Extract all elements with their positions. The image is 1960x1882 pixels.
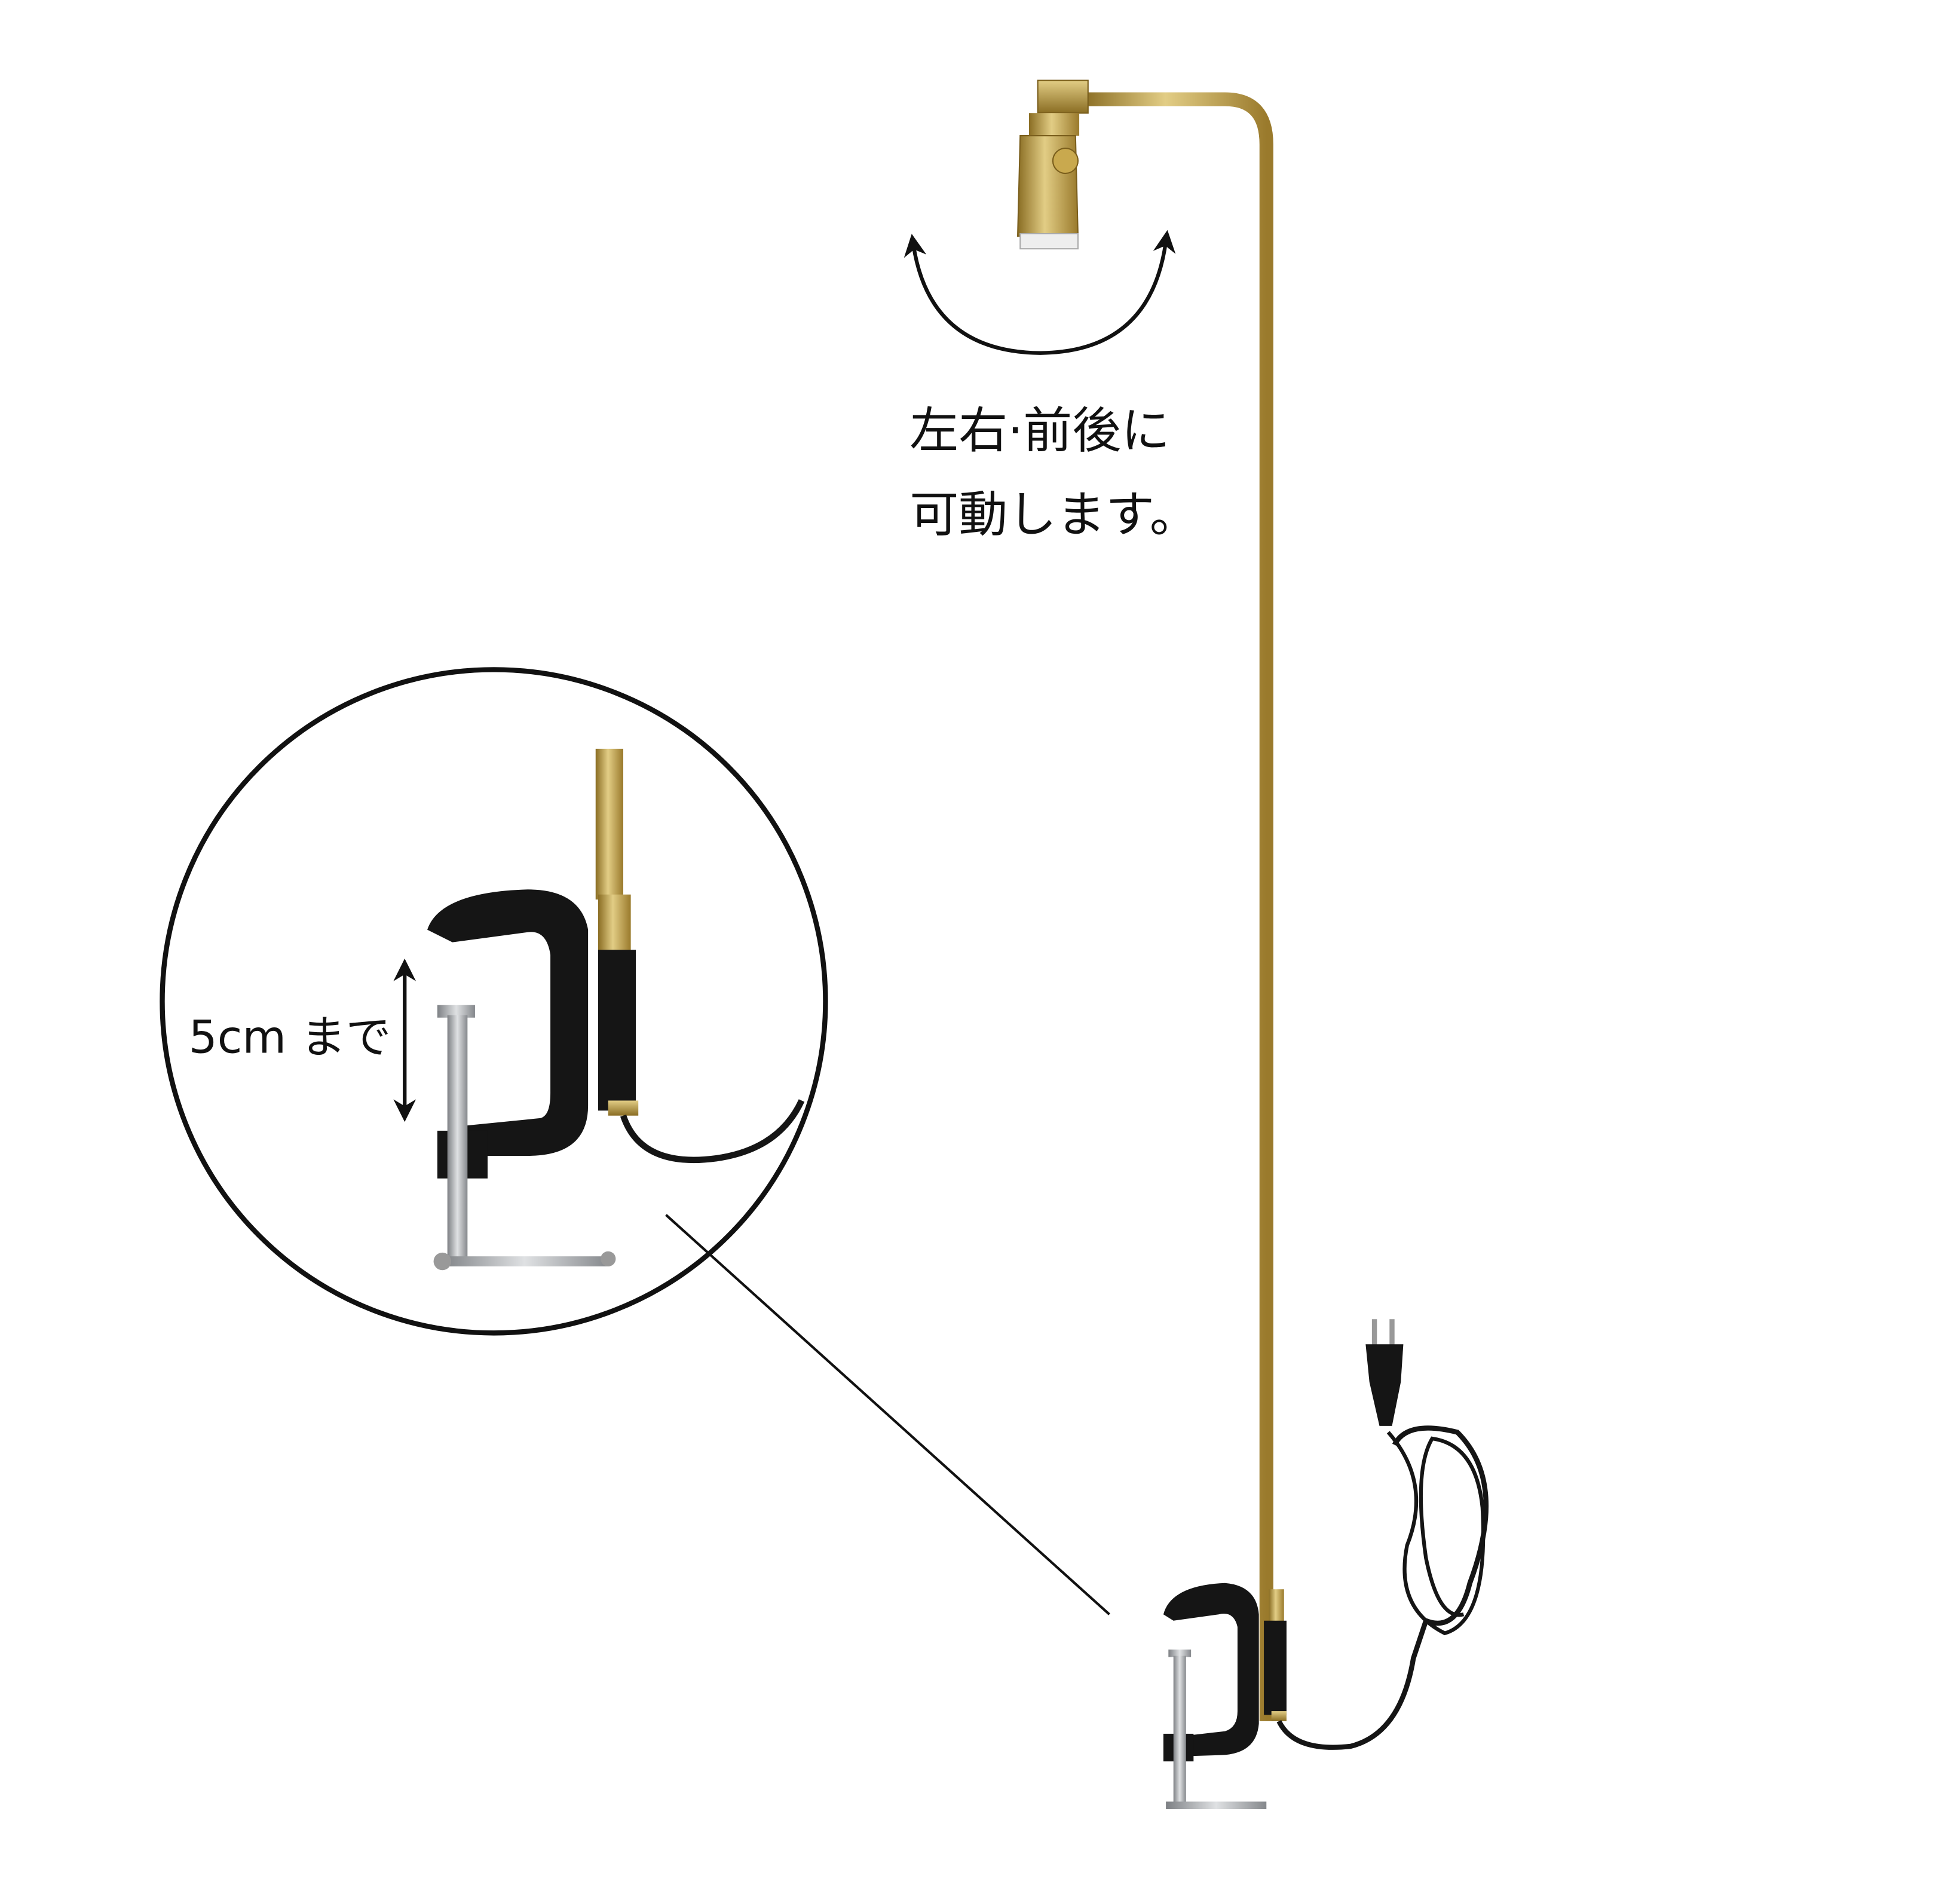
detail-clamp xyxy=(427,748,805,1271)
clamp-range-label: 5cm まで xyxy=(189,1011,391,1064)
lamp-pole xyxy=(1083,92,1273,1721)
rotation-label-line1: 左右·前後に xyxy=(909,402,1170,459)
brass-socket xyxy=(1016,79,1089,250)
bottom-clamp xyxy=(1163,1583,1287,1810)
rotation-arrow-icon xyxy=(904,229,1176,355)
detail-circle xyxy=(160,667,828,1336)
power-plug-icon xyxy=(1365,1319,1404,1426)
callout-line xyxy=(665,1214,1110,1615)
power-cord xyxy=(1276,1425,1489,1750)
rotation-label-line2: 可動します。 xyxy=(909,486,1199,543)
